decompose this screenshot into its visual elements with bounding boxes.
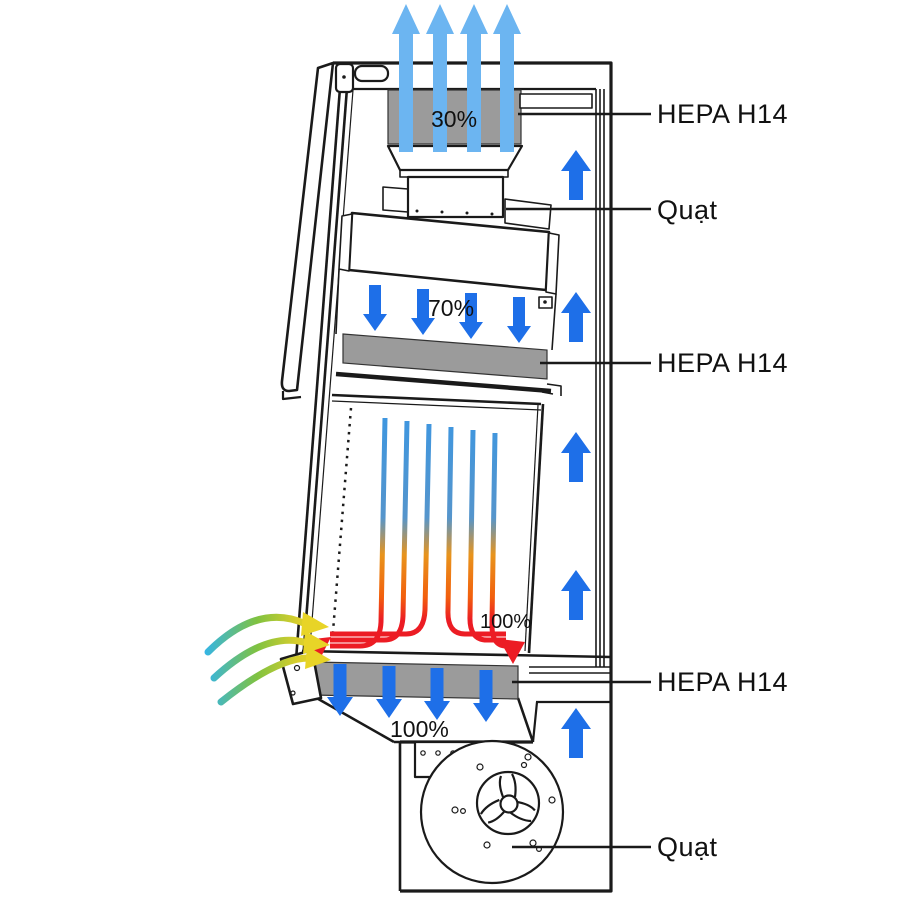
streamline	[330, 417, 388, 649]
downflow-percentage: 70%	[428, 295, 474, 321]
chamber-return-percentage: 100%	[480, 611, 531, 633]
hinge-cover-tab	[353, 64, 390, 83]
housing-left-flange	[382, 186, 409, 213]
exhaust-percentage: 30%	[431, 106, 477, 132]
down-arrow-icon	[363, 285, 387, 331]
streamline	[330, 423, 432, 637]
intake-curve-icon	[210, 636, 311, 682]
label-hepa-top: HEPA H14	[657, 99, 788, 129]
filter-support-bar	[335, 371, 552, 394]
downflow-plenum	[335, 198, 562, 396]
work-chamber	[301, 393, 612, 659]
sash-glass-line-inner	[301, 87, 349, 661]
label-fan-bottom: Quạt	[657, 832, 718, 862]
filter-bracket-hooks	[541, 383, 562, 396]
sill-dot-2	[290, 690, 296, 696]
chamber-dotted-line	[330, 407, 353, 645]
up-arrow-icon	[561, 708, 591, 758]
midchamber-hepa-filter-block	[342, 333, 548, 380]
sash-glass-line-outer	[294, 87, 342, 661]
diffuser-left-cap	[338, 213, 353, 272]
intake-arrowhead-icon	[301, 612, 329, 636]
fan-bolt-dots	[451, 753, 556, 852]
exhaust-funnel-shelf	[399, 169, 509, 178]
worktop-base-line	[301, 649, 612, 659]
intake-arrows	[204, 613, 313, 706]
sill-dot-1	[293, 664, 301, 672]
front-cover-panel	[280, 61, 335, 393]
diffuser-upper-right-step	[504, 198, 552, 230]
rear-duct-bottom-lines	[529, 666, 611, 674]
front-sash	[280, 61, 390, 661]
plenum-side-lines	[335, 268, 557, 351]
up-arrow-icon	[561, 570, 591, 620]
intake-arrowheads	[301, 612, 331, 669]
up-arrow-icon	[561, 292, 591, 342]
callouts: HEPA H14 Quạt HEPA H14 HEPA H14 Quạt	[506, 99, 788, 862]
exhaust-frame-right	[519, 93, 593, 109]
blower-housing-top	[406, 175, 505, 219]
intake-curve-icon	[204, 613, 310, 656]
chamber-right-wall-inner	[524, 404, 539, 652]
return-arrowhead-right-icon	[499, 639, 525, 664]
base-compartment-top-line	[531, 700, 611, 743]
label-hepa-bottom: HEPA H14	[657, 667, 788, 697]
latch-dot	[543, 300, 547, 304]
label-hepa-mid: HEPA H14	[657, 348, 788, 378]
down-arrow-icon	[507, 297, 531, 343]
diffuser-right-cap	[545, 232, 560, 295]
streamline	[467, 429, 506, 643]
intake-curve-icon	[217, 654, 313, 706]
sash-glass-line-thin	[308, 89, 354, 661]
front-cover-step	[281, 391, 302, 401]
up-arrow-icon	[561, 432, 591, 482]
housing-rivet-dots	[415, 209, 494, 216]
blower-scroll	[419, 739, 565, 885]
rear-duct-wall-lines	[595, 89, 605, 667]
streamline	[330, 420, 410, 643]
up-arrow-icon	[561, 150, 591, 200]
label-fan-top: Quạt	[657, 195, 718, 225]
intake-arrowhead-icon	[305, 646, 331, 669]
streamline	[445, 426, 506, 637]
fan-hub	[499, 794, 519, 814]
supply-percentage: 100%	[390, 716, 449, 742]
bracket-screw-dot	[342, 75, 346, 79]
chamber-right-wall	[527, 403, 545, 654]
exhaust-section	[382, 89, 593, 219]
chamber-top-line-inner	[331, 400, 542, 411]
chamber-top-line	[331, 393, 542, 406]
